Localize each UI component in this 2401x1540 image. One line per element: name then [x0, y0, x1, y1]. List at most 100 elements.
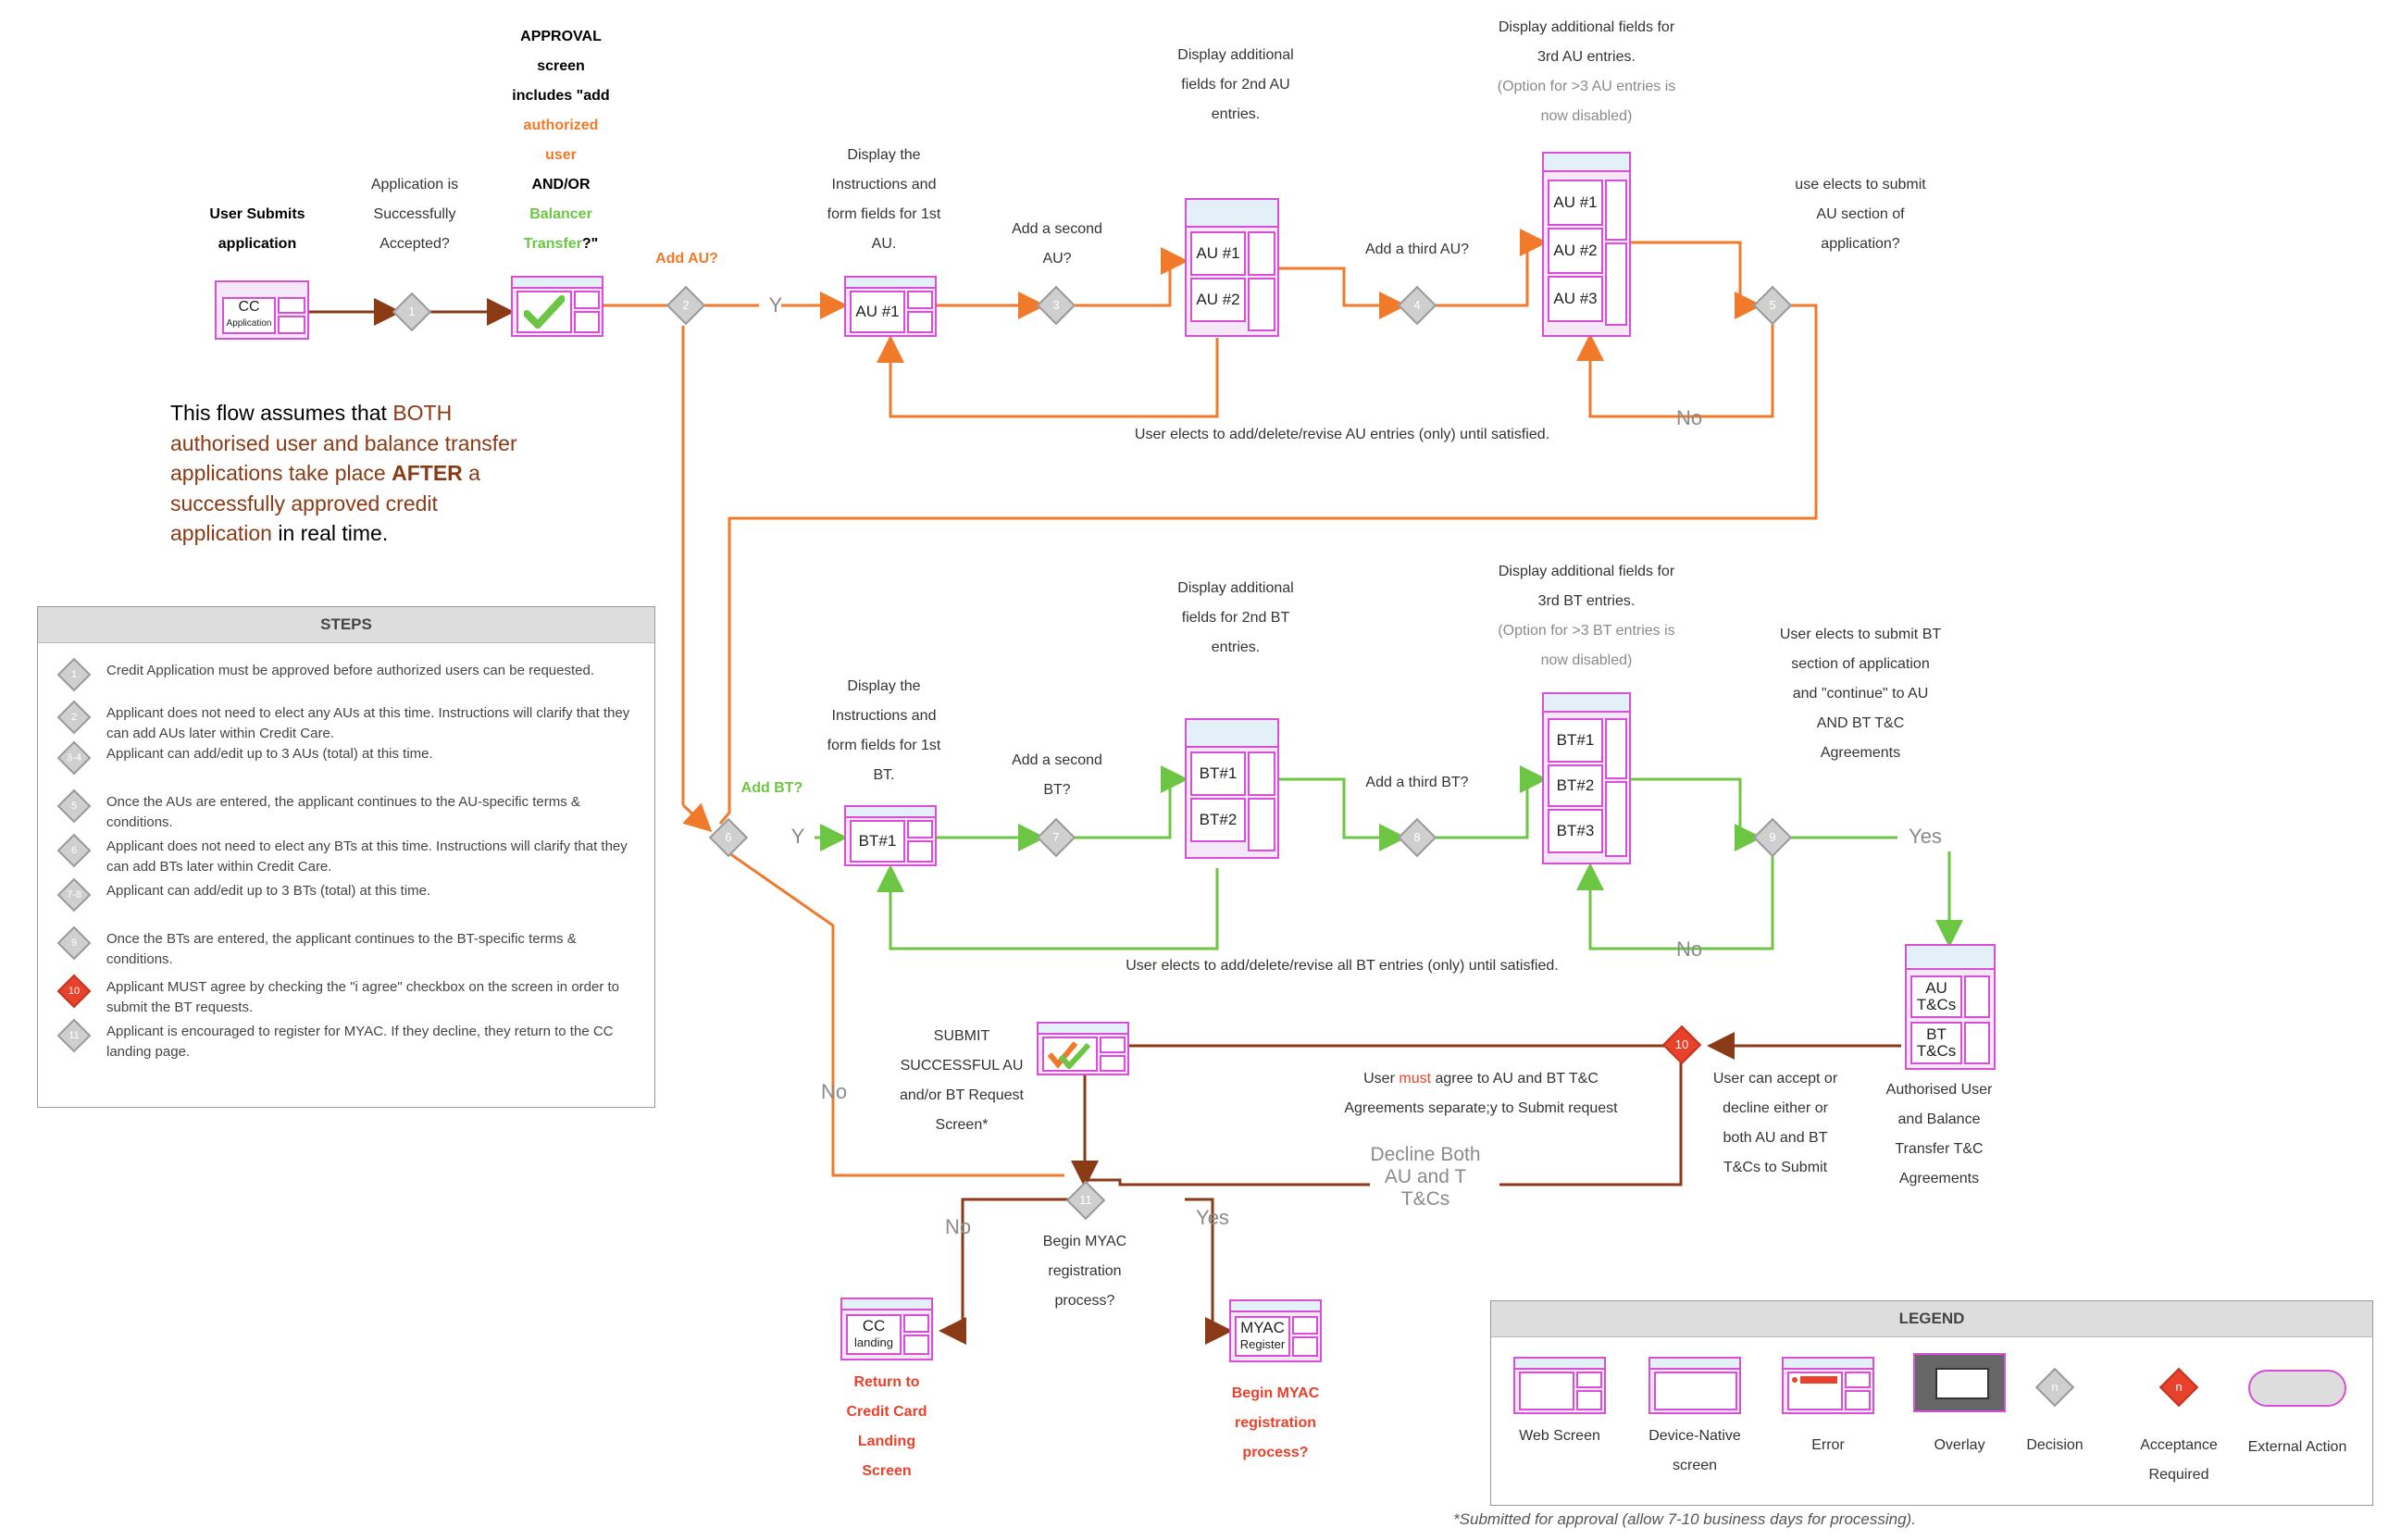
au-yes-label: Y [768, 293, 783, 317]
step-number: 5 [70, 801, 78, 812]
legend-panel: LEGEND Web Screen Device-Native screen E… [1490, 1300, 2373, 1506]
decision-3-number: 3 [1052, 298, 1060, 312]
decision-1-number: 1 [408, 304, 416, 318]
au-display-3rd: Display additional fields for 3rd AU ent… [1498, 19, 1675, 65]
assumption-segment: authorised user and balance transfer [170, 430, 517, 455]
add-au-label: Add AU? [655, 251, 718, 267]
cc-landing-screen: CC landing [840, 1298, 933, 1360]
decision-6-number: 6 [725, 830, 732, 844]
decision-9-number: 9 [1769, 830, 1776, 844]
step-number-icon: 3-4 [56, 740, 92, 776]
au1-pane: AU #1 [850, 291, 905, 333]
approval-line: includes "add [512, 88, 610, 104]
approval-screen [511, 276, 603, 337]
au-tc-label-2: T&Cs [1916, 996, 1957, 1013]
step-number: 9 [70, 938, 78, 949]
legend-overlay: Overlay [1934, 1437, 1985, 1453]
approval-line: authorized [523, 118, 599, 133]
assumption-segment: AFTER [392, 461, 463, 485]
bt-display-instructions: Display the Instructions and form fields… [827, 678, 941, 783]
add-second-au: Add a second AU? [1012, 221, 1102, 267]
au-submit-question: use elects to submit AU section of appli… [1795, 177, 1926, 252]
approval-line: user [545, 147, 577, 163]
step-number: 1 [70, 669, 78, 680]
legend-web-screen-icon [1513, 1357, 1606, 1414]
au-display-instructions: Display the Instructions and form fields… [827, 147, 941, 252]
legend-external-icon [2248, 1370, 2346, 1407]
checkmark-icon [1047, 1041, 1091, 1069]
bt-yes-label: Y [790, 825, 805, 848]
myac-label-1: MYAC [1240, 1319, 1285, 1336]
decline-text: Decline Both AU and T T&Cs [1370, 1144, 1481, 1210]
bt2-pane-2: BT#2 [1190, 798, 1246, 842]
cc-landing-label-2: landing [854, 1335, 893, 1349]
au-display-3rd-note: (Option for >3 AU entries is now disable… [1497, 79, 1676, 124]
legend-device-native-icon [1648, 1357, 1741, 1414]
legend-error: Error [1811, 1437, 1845, 1453]
bt3-screen: BT#1 BT#2 BT#3 [1542, 692, 1631, 864]
assumption-line: This flow assumes that BOTH [170, 398, 615, 428]
steps-title: STEPS [38, 607, 654, 643]
approval-line: AND/OR [531, 177, 591, 192]
step-text: Applicant can add/edit up to 3 BTs (tota… [106, 883, 431, 899]
approval-line: screen [537, 58, 585, 74]
bt2-pane-1: BT#1 [1190, 751, 1246, 796]
myac-yes-label: Yes [1196, 1206, 1229, 1229]
must-pre: User [1363, 1071, 1400, 1087]
au-loop-text: User elects to add/delete/revise AU entr… [1134, 427, 1550, 442]
return-text: Return to Credit Card Landing Screen [846, 1374, 927, 1479]
assumption-line: applications take place AFTER a [170, 458, 615, 489]
assumption-line: successfully approved credit [170, 489, 615, 519]
step-number-icon: 7-8 [56, 877, 92, 913]
step-number: 10 [68, 986, 81, 997]
au3-pane-2: AU #2 [1548, 228, 1603, 274]
step-number-icon: 2 [56, 700, 92, 735]
assumption-segment: a [462, 461, 480, 485]
add-third-au: Add a third AU? [1364, 242, 1470, 257]
au2-pane-2: AU #2 [1190, 278, 1246, 322]
step-number-icon: 11 [56, 1018, 92, 1053]
au-connectors [603, 229, 1818, 833]
legend-acceptance: Acceptance Required [2140, 1437, 2218, 1483]
step-number-icon: 6 [56, 833, 92, 868]
step-number-icon: 1 [56, 657, 92, 692]
step-text: Once the AUs are entered, the applicant … [106, 794, 580, 830]
decision-4-number: 4 [1413, 298, 1421, 312]
bt-flow-no-label: No [820, 1080, 848, 1103]
bt-yes-label-2: Yes [1909, 825, 1942, 848]
decision-2-number: 2 [682, 298, 690, 312]
au-tc-label-1: AU [1925, 979, 1947, 997]
bt3-pane-2: BT#2 [1548, 764, 1603, 807]
application-label: Application [226, 318, 272, 329]
decision-10-number: 10 [1674, 1037, 1689, 1051]
must-post: agree to AU and BT T&C [1431, 1071, 1599, 1087]
step-text: Once the BTs are entered, the applicant … [106, 931, 577, 967]
cc-landing-label-1: CC [862, 1317, 886, 1335]
submit-connectors [728, 851, 1901, 1345]
approval-line: Balancer [529, 206, 592, 222]
tc-screen: AU T&Cs BT T&Cs [1905, 944, 1996, 1070]
step-text: Applicant MUST agree by checking the "i … [106, 979, 620, 1015]
bt3-pane-1: BT#1 [1548, 718, 1603, 763]
step-text: Applicant does not need to elect any BTs… [106, 838, 628, 875]
au3-screen: AU #1 AU #2 AU #3 [1542, 152, 1631, 337]
bt-loop-text: User elects to add/delete/revise all BT … [1126, 958, 1559, 974]
step-number: 11 [68, 1030, 80, 1041]
assumption-line: authorised user and balance transfer [170, 428, 615, 459]
begin-myac-text: Begin MYAC registration process? [1231, 1385, 1320, 1460]
approval-line: Transfer?" [523, 236, 599, 252]
decision-7-number: 7 [1052, 830, 1060, 844]
au1-screen: AU #1 [844, 276, 937, 337]
assumption-segment: in real time. [271, 521, 389, 545]
bt-display-3rd: Display additional fields for 3rd BT ent… [1498, 564, 1675, 609]
bt-connectors [815, 765, 1963, 1075]
bt-tc-label-1: BT [1926, 1025, 1947, 1043]
bt3-pane-3: BT#3 [1548, 809, 1603, 853]
step-number: 7-8 [67, 889, 81, 900]
legend-overlay-icon [1913, 1353, 2006, 1412]
submit-success-text: SUBMIT SUCCESSFUL AU and/or BT Request S… [899, 1028, 1024, 1133]
decision-11-number: 11 [1079, 1193, 1092, 1207]
au3-pane-3: AU #3 [1548, 276, 1603, 322]
myac-no-label: No [944, 1215, 972, 1238]
